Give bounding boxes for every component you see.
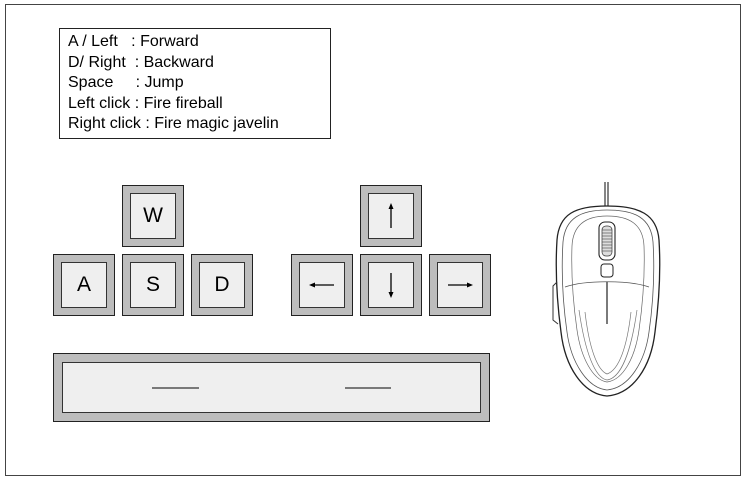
- key-a: A: [53, 254, 115, 316]
- legend-action: Backward: [143, 53, 214, 71]
- legend-key: Space: [68, 74, 136, 91]
- legend-row-backward: D/ Right : Backward: [68, 53, 330, 74]
- key-up: [360, 185, 422, 247]
- legend-key: Right click: [68, 115, 146, 132]
- key-right: [429, 254, 491, 316]
- legend-action: Forward: [140, 33, 199, 50]
- key-w-label: W: [130, 193, 176, 239]
- key-down: [360, 254, 422, 316]
- spacebar-marks: [152, 387, 391, 389]
- legend-sep: :: [134, 94, 140, 112]
- down-arrow-icon: [388, 273, 394, 298]
- legend-sep: :: [131, 33, 136, 50]
- key-d-label: D: [199, 262, 245, 308]
- legend-action: Fire fireball: [143, 94, 223, 112]
- legend-row-jump: Space : Jump: [68, 73, 330, 94]
- legend-key: D/ Right: [68, 53, 135, 71]
- right-arrow-icon: [448, 282, 473, 288]
- key-space: [53, 353, 490, 422]
- left-arrow-icon: [309, 282, 334, 288]
- legend-action: Jump: [144, 74, 184, 91]
- legend-sep: :: [135, 74, 141, 91]
- legend-row-fireball: Left click : Fire fireball: [68, 94, 330, 115]
- key-left: [291, 254, 353, 316]
- legend-sep: :: [145, 115, 150, 132]
- legend-key: Left click: [68, 94, 135, 112]
- legend-key: A / Left: [68, 33, 132, 50]
- legend-row-forward: A / Left : Forward: [68, 32, 330, 53]
- mouse-icon: [552, 182, 661, 397]
- legend-action: Fire magic javelin: [154, 115, 279, 132]
- legend-row-javelin: Right click : Fire magic javelin: [68, 114, 330, 135]
- key-s-label: S: [130, 262, 176, 308]
- key-d: D: [191, 254, 253, 316]
- key-s: S: [122, 254, 184, 316]
- controls-legend: A / Left : Forward D/ Right : Backward S…: [59, 28, 331, 139]
- up-arrow-icon: [388, 203, 394, 228]
- key-a-label: A: [61, 262, 107, 308]
- key-w: W: [122, 185, 184, 247]
- legend-sep: :: [134, 53, 140, 71]
